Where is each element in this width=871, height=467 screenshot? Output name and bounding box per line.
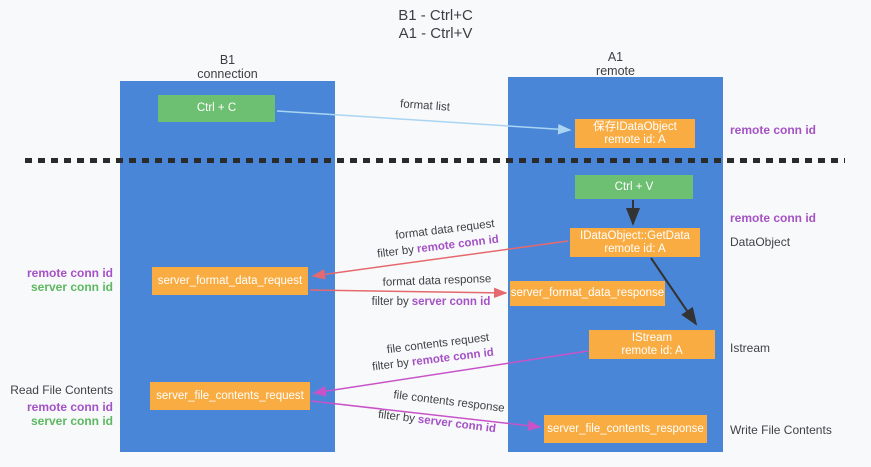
istream-line2: remote id: A <box>621 344 683 357</box>
diagram-title: B1 - Ctrl+C A1 - Ctrl+V <box>0 7 871 43</box>
file-request-label: server_file_contents_request <box>156 389 304 402</box>
ctrl-c-node: Ctrl + C <box>158 95 275 122</box>
server-file-contents-request-node: server_file_contents_request <box>150 382 310 410</box>
left-server-conn-id-label-2: server conn id <box>30 414 113 428</box>
istream-node: IStream remote id: A <box>589 330 715 359</box>
istream-side-label: Istream <box>730 341 771 355</box>
write-file-contents-label: Write File Contents <box>730 423 832 437</box>
server-format-data-request-node: server_format_data_request <box>152 267 308 295</box>
filter-server-conn-id-2: server conn id <box>411 296 491 308</box>
file-response-label: server_file_contents_response <box>547 422 704 435</box>
format-list-label: format list <box>399 98 451 114</box>
filter-prefix-1: filter by <box>376 243 415 261</box>
format-request-label: server_format_data_request <box>157 274 303 287</box>
filter-prefix-2: filter by <box>371 296 409 308</box>
filter-prefix-3: filter by <box>371 356 410 374</box>
save-dataobject-line2: remote id: A <box>604 133 666 146</box>
format-data-response-label: format data response <box>382 273 492 289</box>
title-line-2: A1 - Ctrl+V <box>398 25 473 42</box>
left-server-conn-id-label-1: server conn id <box>30 280 113 294</box>
save-dataobject-line1: 保存IDataObject <box>593 120 677 133</box>
server-file-contents-response-node: server_file_contents_response <box>544 415 707 443</box>
ctrl-v-node: Ctrl + V <box>575 175 693 199</box>
left-remote-conn-id-label-1: remote conn id <box>26 266 113 280</box>
file-contents-response-label: file contents response <box>392 389 506 415</box>
left-column-subtitle: connection <box>197 67 258 81</box>
istream-line1: IStream <box>631 331 673 344</box>
right-column-header: A1 remote <box>508 50 723 78</box>
right-remote-conn-id-label-2: remote conn id <box>730 211 817 225</box>
right-column-name: A1 <box>607 50 624 64</box>
save-dataobject-node: 保存IDataObject remote id: A <box>575 119 695 148</box>
server-format-data-response-node: server_format_data_response <box>510 281 665 306</box>
getdata-line1: IDataObject::GetData <box>580 229 690 242</box>
read-file-contents-label: Read File Contents <box>10 383 113 397</box>
format-data-response-arrow <box>309 287 508 299</box>
ctrl-v-label: Ctrl + V <box>614 180 654 193</box>
format-response-label: server_format_data_response <box>510 287 665 299</box>
filter-server-conn-id-4: server conn id <box>417 413 497 436</box>
getdata-line2: remote id: A <box>604 242 666 255</box>
right-remote-conn-id-label-1: remote conn id <box>730 123 817 137</box>
ctrl-c-label: Ctrl + C <box>196 102 237 114</box>
filter-prefix-4: filter by <box>377 408 416 426</box>
left-remote-conn-id-label-2: remote conn id <box>26 400 113 414</box>
dataobject-label: DataObject <box>730 235 791 249</box>
left-column-header: B1 connection <box>120 53 335 81</box>
session-divider-dashed-line <box>25 158 845 163</box>
title-line-1: B1 - Ctrl+C <box>398 7 473 24</box>
left-column-name: B1 <box>219 53 236 67</box>
idataobject-getdata-node: IDataObject::GetData remote id: A <box>570 228 700 257</box>
right-column-subtitle: remote <box>596 64 635 78</box>
